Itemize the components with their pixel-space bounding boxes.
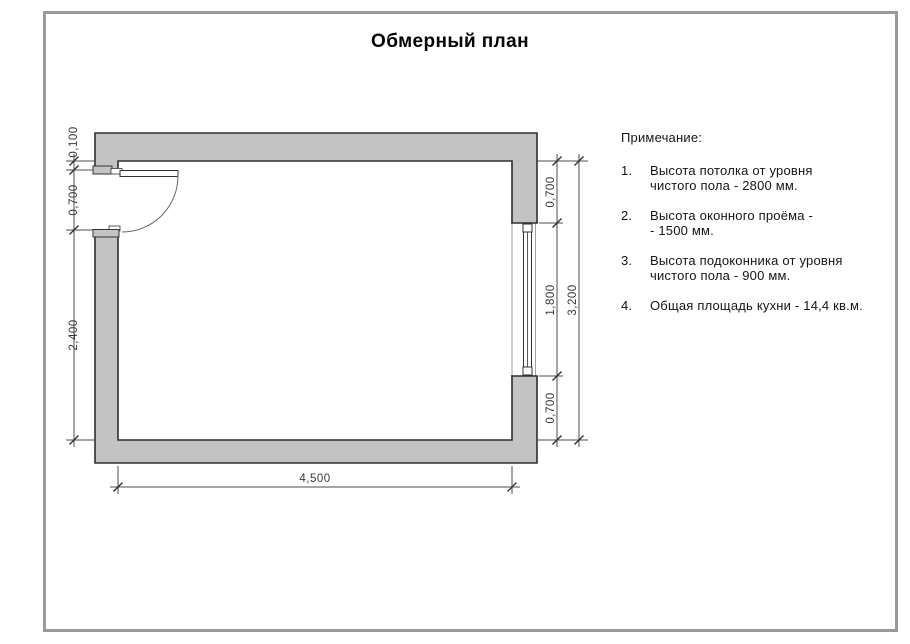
dim-label-right-bottom: 0,700 <box>545 392 557 423</box>
sheet-border <box>43 11 898 632</box>
note-number: 1. <box>621 162 633 178</box>
door <box>92 165 179 238</box>
notes-section: Примечание: 1. Высота потолка от уровня … <box>621 130 889 327</box>
door-leaf <box>119 170 179 177</box>
dim-label-right-total: 3,200 <box>567 284 579 315</box>
window-sill-block <box>522 366 533 376</box>
note-number: 4. <box>621 297 633 313</box>
window-sill-block <box>522 223 533 233</box>
notes-heading: Примечание: <box>621 130 703 145</box>
dim-label-bottom-width: 4,500 <box>299 473 330 485</box>
note-line: Общая площадь кухни - 14,4 кв.м. <box>650 297 863 313</box>
dim-label-left-top-offset: 0,100 <box>68 126 80 157</box>
drawing-title: Обмерный план <box>371 31 529 52</box>
note-text: Высота подоконника от уровня чистого пол… <box>650 253 889 284</box>
note-text: Высота оконного проёма - - 1500 мм. <box>650 208 889 239</box>
note-text: Высота потолка от уровня чистого пола - … <box>650 163 889 194</box>
note-line: - 1500 мм. <box>650 223 714 238</box>
dimension-ticks <box>69 156 79 445</box>
note-line: Высота потолка от уровня <box>650 162 813 178</box>
walls <box>94 132 538 464</box>
note-line: чистого пола - 900 мм. <box>650 268 791 283</box>
dimension-ticks <box>552 156 584 445</box>
note-item-4: 4. Общая площадь кухни - 14,4 кв.м. <box>621 298 889 314</box>
note-line: Высота подоконника от уровня <box>650 252 843 268</box>
dimension-chain-right <box>537 154 588 447</box>
door-opening <box>93 168 119 231</box>
door-jamb-bottom <box>92 229 120 238</box>
dimension-chain-left <box>66 154 95 447</box>
window <box>511 222 538 377</box>
note-number: 2. <box>621 207 633 223</box>
dim-label-left-door: 0,700 <box>68 184 80 215</box>
dim-label-left-lower-wall: 2,400 <box>68 319 80 350</box>
dim-label-right-top: 0,700 <box>545 176 557 207</box>
door-swing-arc <box>121 175 179 233</box>
note-line: чистого пола - 2800 мм. <box>650 178 798 193</box>
dim-label-right-window: 1,800 <box>545 284 557 315</box>
note-item-2: 2. Высота оконного проёма - - 1500 мм. <box>621 208 889 239</box>
dimension-chain-bottom <box>110 466 520 494</box>
dimension-ticks <box>113 482 517 492</box>
note-number: 3. <box>621 252 633 268</box>
note-item-1: 1. Высота потолка от уровня чистого пола… <box>621 163 889 194</box>
note-item-3: 3. Высота подоконника от уровня чистого … <box>621 253 889 284</box>
note-line: Высота оконного проёма - <box>650 207 814 223</box>
door-jamb-top <box>92 165 113 175</box>
note-text: Общая площадь кухни - 14,4 кв.м. <box>650 298 889 314</box>
